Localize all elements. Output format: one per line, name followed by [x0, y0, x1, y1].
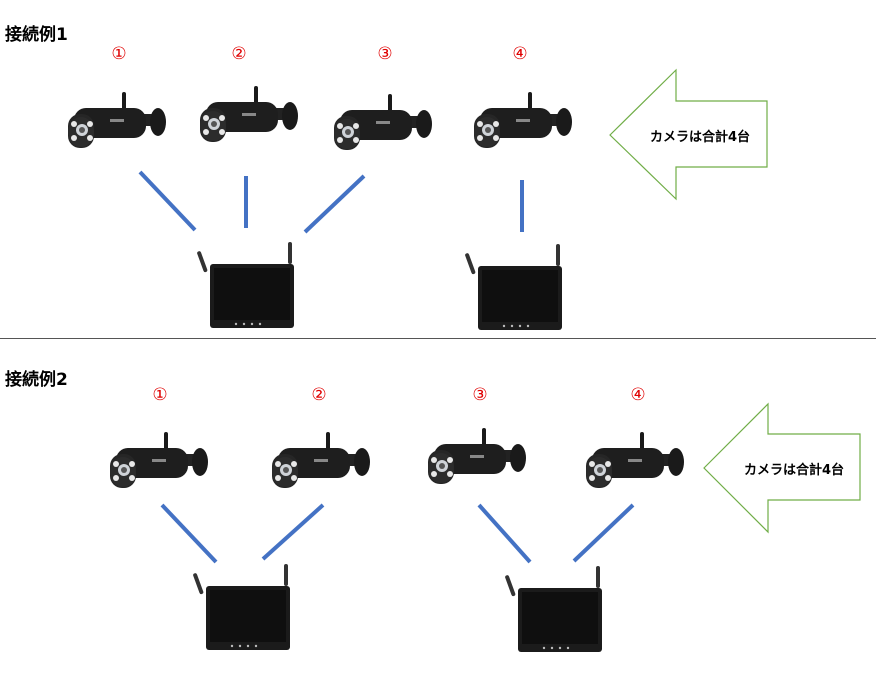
- left-arrow-icon: [609, 68, 768, 201]
- camera-number-1-2: ②: [231, 44, 247, 64]
- section-divider: [0, 338, 876, 339]
- arrow-label-2: カメラは合計4台: [744, 463, 845, 478]
- camera-icon: [110, 432, 208, 488]
- camera-number-2-4: ④: [630, 385, 646, 405]
- camera-icon: [68, 92, 166, 148]
- camera-number-2-3: ③: [472, 385, 488, 405]
- camera-number-2-1: ①: [152, 385, 168, 405]
- camera-icon: [586, 432, 684, 488]
- section-title-2: 接続例2: [5, 370, 68, 390]
- camera-icon: [334, 94, 432, 150]
- monitor-icon: [504, 566, 602, 652]
- monitor-icon: [196, 242, 294, 328]
- camera-icon: [200, 86, 298, 142]
- camera-number-1-1: ①: [111, 44, 127, 64]
- camera-icon: [474, 92, 572, 148]
- monitor-icon: [192, 564, 290, 650]
- camera-number-2-2: ②: [311, 385, 327, 405]
- link-line: [160, 503, 635, 564]
- arrow-label-1: カメラは合計4台: [650, 130, 751, 145]
- section-title-1: 接続例1: [5, 25, 68, 45]
- left-arrow-icon: [703, 402, 861, 534]
- camera-icon: [428, 428, 526, 484]
- monitor-icon: [464, 244, 562, 330]
- camera-number-1-4: ④: [512, 44, 528, 64]
- link-line: [138, 170, 524, 234]
- camera-icon: [272, 432, 370, 488]
- camera-number-1-3: ③: [377, 44, 393, 64]
